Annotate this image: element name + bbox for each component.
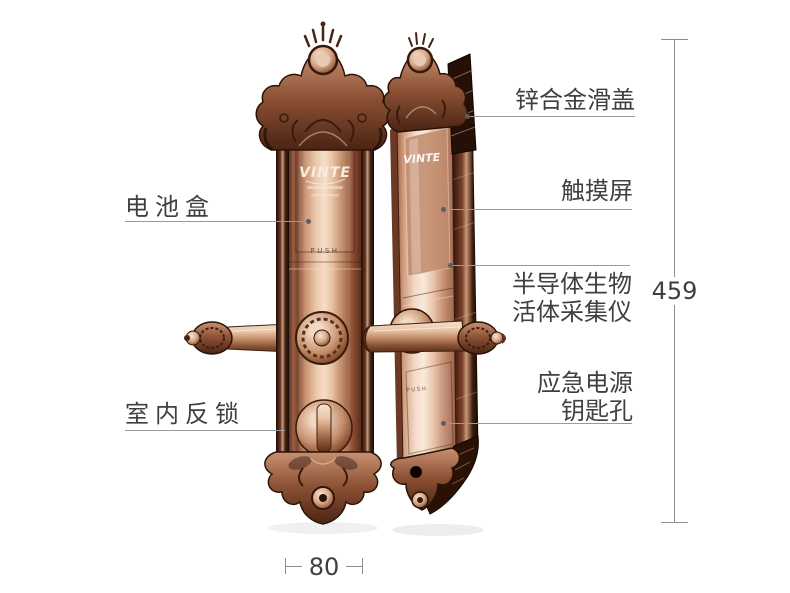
callout-battery-box-line xyxy=(125,221,308,222)
outdoor-lock-shadow xyxy=(392,524,484,536)
callout-zinc-cover-dot xyxy=(465,114,470,119)
indoor-bottom-ornament xyxy=(264,451,382,525)
indoor-thumbturn-knob xyxy=(295,399,353,457)
outdoor-bottom-ornament xyxy=(390,435,479,515)
indoor-handle-rosette xyxy=(295,311,349,365)
callout-emergency-keyhole-dot xyxy=(441,421,446,426)
width-dimension-value: 80 xyxy=(302,553,346,581)
callout-indoor-deadbolt-line xyxy=(125,430,285,431)
outdoor-crown-ornament xyxy=(383,32,477,155)
callout-zinc-cover-line xyxy=(468,116,635,117)
height-dimension-bottom-tick xyxy=(661,522,688,523)
callout-bio-sensor-label-line1: 半导体生物 xyxy=(512,270,632,298)
height-dimension-value: 459 xyxy=(649,277,700,305)
callout-battery-box-label: 电池盒 xyxy=(125,193,215,221)
callout-zinc-cover-label: 锌合金滑盖 xyxy=(515,86,635,114)
callout-bio-sensor-line xyxy=(450,265,630,266)
callout-battery-box-dot xyxy=(306,219,311,224)
outdoor-handle xyxy=(365,308,506,355)
callout-emergency-keyhole-line xyxy=(443,423,632,424)
outdoor-keyhole-panel: PUSH xyxy=(405,361,454,455)
outdoor-push-label: PUSH xyxy=(406,386,427,393)
indoor-lock-shadow xyxy=(268,522,378,534)
outdoor-slide-cover-touchscreen xyxy=(404,127,451,277)
callout-emergency-keyhole-label-line1: 应急电源 xyxy=(537,369,633,397)
indoor-brand-logo-text: VINTE xyxy=(299,165,351,181)
callout-touch-screen-line xyxy=(443,209,632,210)
indoor-crown-ornament xyxy=(255,21,391,152)
callout-bio-sensor-label-line2: 活体采集仪 xyxy=(512,298,632,326)
lock-indoor-view: VINTE PUSH xyxy=(184,21,391,534)
indoor-plate xyxy=(276,99,374,456)
outdoor-brand-logo-text: VINTE xyxy=(403,151,441,167)
width-dimension-right-tick xyxy=(362,558,363,574)
callout-touch-screen-label: 触摸屏 xyxy=(561,177,633,205)
indoor-push-label: PUSH xyxy=(310,247,339,255)
lock-outdoor-view: VINTE PUSH xyxy=(362,32,506,536)
callout-emergency-keyhole-label-line2: 钥匙孔 xyxy=(561,397,633,425)
callout-touch-screen-dot xyxy=(441,207,446,212)
indoor-brand-logo: VINTE xyxy=(299,165,351,197)
callout-indoor-deadbolt-label: 室内反锁 xyxy=(125,400,245,428)
callout-bio-sensor-dot xyxy=(448,263,453,268)
